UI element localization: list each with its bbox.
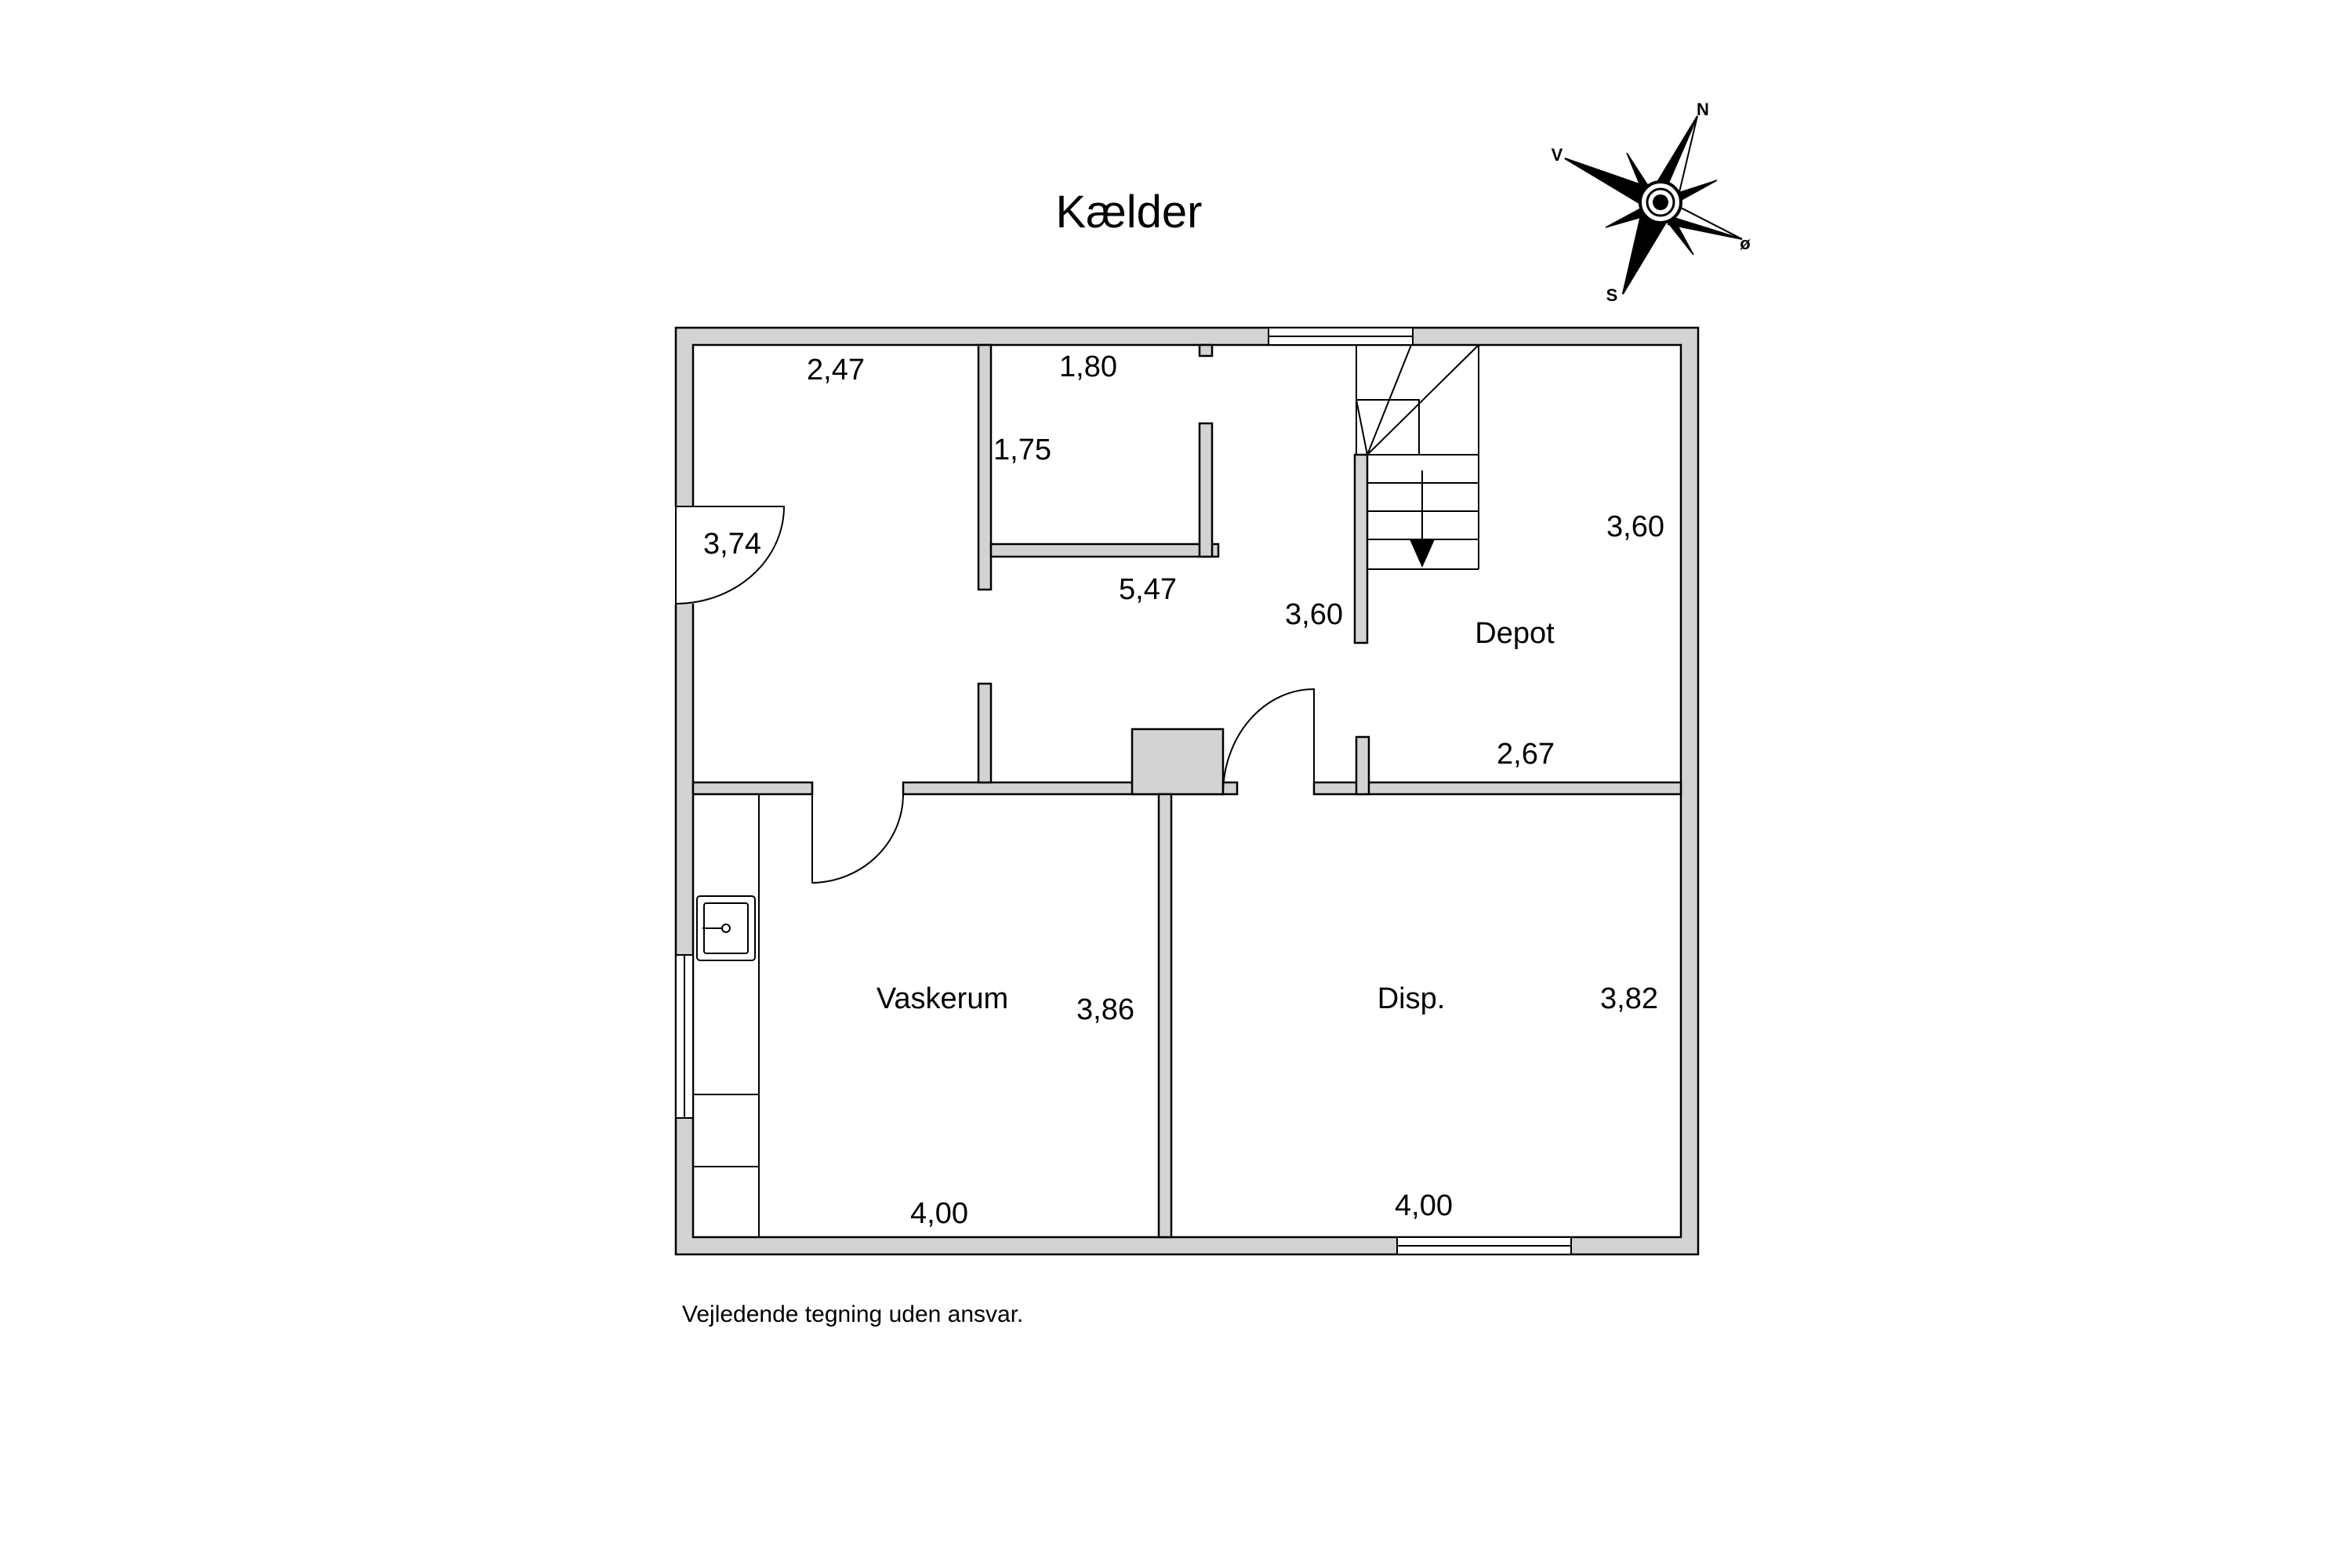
room-label-disp: Disp. [1377,982,1446,1015]
staircase [1356,344,1479,570]
chimney-block [1131,728,1225,796]
stair-down-arrow-icon [1410,539,1435,568]
room-label-vaskerum: Vaskerum [877,982,1008,1015]
door-left-wall [674,506,786,605]
dimension-label: 2,67 [1497,738,1555,771]
compass-north-label: N [1697,100,1709,119]
wall-segment [1221,781,1239,796]
compass-east-label: ø [1740,234,1751,253]
disclaimer-note: Vejledende tegning uden ansvar. [682,1301,1023,1327]
dimension-label: 3,86 [1076,993,1134,1026]
room-label-depot: Depot [1475,617,1555,650]
wall-stub [1355,735,1370,796]
dimension-label: 3,60 [1285,598,1343,631]
door-depot [1222,688,1315,795]
dimension-label: 3,82 [1600,982,1658,1015]
sink-icon [696,895,756,961]
wall-segment [691,781,814,796]
compass-rose-icon [1564,115,1743,295]
dimension-label: 2,47 [807,354,865,387]
window-bottom [1396,1236,1572,1255]
dimension-label: 1,80 [1059,350,1117,383]
closet-wall-right [1198,422,1214,558]
dimension-label: 3,60 [1606,510,1664,543]
closet-wall-stub [1198,343,1214,358]
counter [693,794,760,1237]
stair-wall [1353,453,1369,644]
compass-west-label: V [1552,145,1563,165]
dimension-label: 4,00 [910,1197,968,1230]
window-top [1268,327,1414,346]
dimension-label: 5,47 [1119,573,1177,606]
closet-wall-bottom [989,543,1220,558]
dimension-label: 4,00 [1395,1189,1453,1222]
door-vaskerum [811,793,904,884]
closet-wall-left [977,343,993,591]
plan-title: Kælder [1056,187,1203,238]
hall-wall-stub [977,682,993,784]
window-left [675,954,694,1119]
wall-vaskerum-disp [1157,793,1173,1239]
compass-south-label: S [1606,285,1618,305]
dimension-label: 3,74 [703,528,761,561]
dimension-label: 1,75 [993,434,1051,466]
